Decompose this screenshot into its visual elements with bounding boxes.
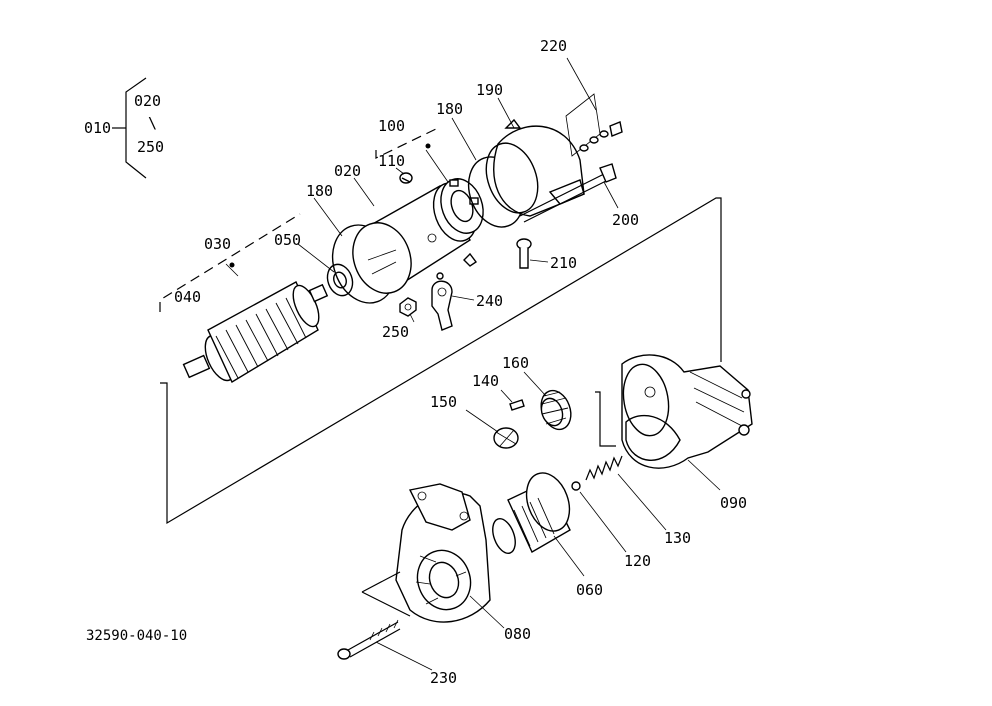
callout-120[interactable]: 120 bbox=[624, 552, 651, 570]
callout-150[interactable]: 150 bbox=[430, 393, 457, 411]
callout-080[interactable]: 080 bbox=[504, 625, 531, 643]
ball-120[interactable] bbox=[571, 481, 581, 491]
callout-140[interactable]: 140 bbox=[472, 372, 499, 390]
callout-160[interactable]: 160 bbox=[502, 354, 529, 372]
callout-labels: 220 190 180 100 110 020 180 030 050 040 … bbox=[174, 37, 747, 687]
callout-090[interactable]: 090 bbox=[720, 494, 747, 512]
callout-250-range[interactable]: 250 bbox=[137, 138, 164, 156]
assembly-guide-lines bbox=[159, 127, 722, 525]
callout-250[interactable]: 250 bbox=[382, 323, 409, 341]
callout-230[interactable]: 230 bbox=[430, 669, 457, 687]
brush-holder-100[interactable] bbox=[425, 143, 491, 267]
assembly-bracket: 010 020 \ 250 bbox=[84, 77, 164, 179]
part-110[interactable] bbox=[399, 172, 413, 184]
callout-240[interactable]: 240 bbox=[476, 292, 503, 310]
clutch-060[interactable] bbox=[488, 467, 577, 556]
retainer-150[interactable] bbox=[493, 427, 519, 449]
through-bolt-200[interactable] bbox=[519, 163, 617, 223]
nut-washers-220[interactable] bbox=[565, 93, 623, 157]
bearing-050[interactable] bbox=[323, 261, 356, 299]
callout-010[interactable]: 010 bbox=[84, 119, 111, 137]
callout-020-range[interactable]: 020 bbox=[134, 92, 161, 110]
bolt-230[interactable] bbox=[337, 619, 401, 660]
rear-cover-190[interactable] bbox=[477, 118, 585, 220]
housing-090[interactable] bbox=[618, 354, 753, 469]
callout-110[interactable]: 110 bbox=[378, 152, 405, 170]
screw-210[interactable] bbox=[516, 238, 532, 269]
bracket-240[interactable] bbox=[431, 280, 453, 331]
callout-030[interactable]: 030 bbox=[204, 235, 231, 253]
armature-040[interactable] bbox=[182, 262, 329, 385]
callout-050[interactable]: 050 bbox=[274, 231, 301, 249]
leader-lines bbox=[225, 57, 721, 671]
callout-220[interactable]: 220 bbox=[540, 37, 567, 55]
drive-housing-080[interactable] bbox=[361, 483, 491, 623]
callout-040[interactable]: 040 bbox=[174, 288, 201, 306]
callout-180-right[interactable]: 180 bbox=[436, 100, 463, 118]
callout-130[interactable]: 130 bbox=[664, 529, 691, 547]
callout-020[interactable]: 020 bbox=[334, 162, 361, 180]
callout-210[interactable]: 210 bbox=[550, 254, 577, 272]
callout-060[interactable]: 060 bbox=[576, 581, 603, 599]
spring-130[interactable] bbox=[585, 455, 623, 481]
callout-100[interactable]: 100 bbox=[378, 117, 405, 135]
pin-140[interactable] bbox=[509, 399, 525, 411]
callout-200[interactable]: 200 bbox=[612, 211, 639, 229]
range-separator: \ bbox=[148, 114, 157, 132]
callout-190[interactable]: 190 bbox=[476, 81, 503, 99]
callout-180-left[interactable]: 180 bbox=[306, 182, 333, 200]
nut-250[interactable] bbox=[399, 297, 417, 317]
drawing-number: 32590-040-10 bbox=[86, 628, 187, 644]
gear-160[interactable] bbox=[536, 386, 576, 433]
